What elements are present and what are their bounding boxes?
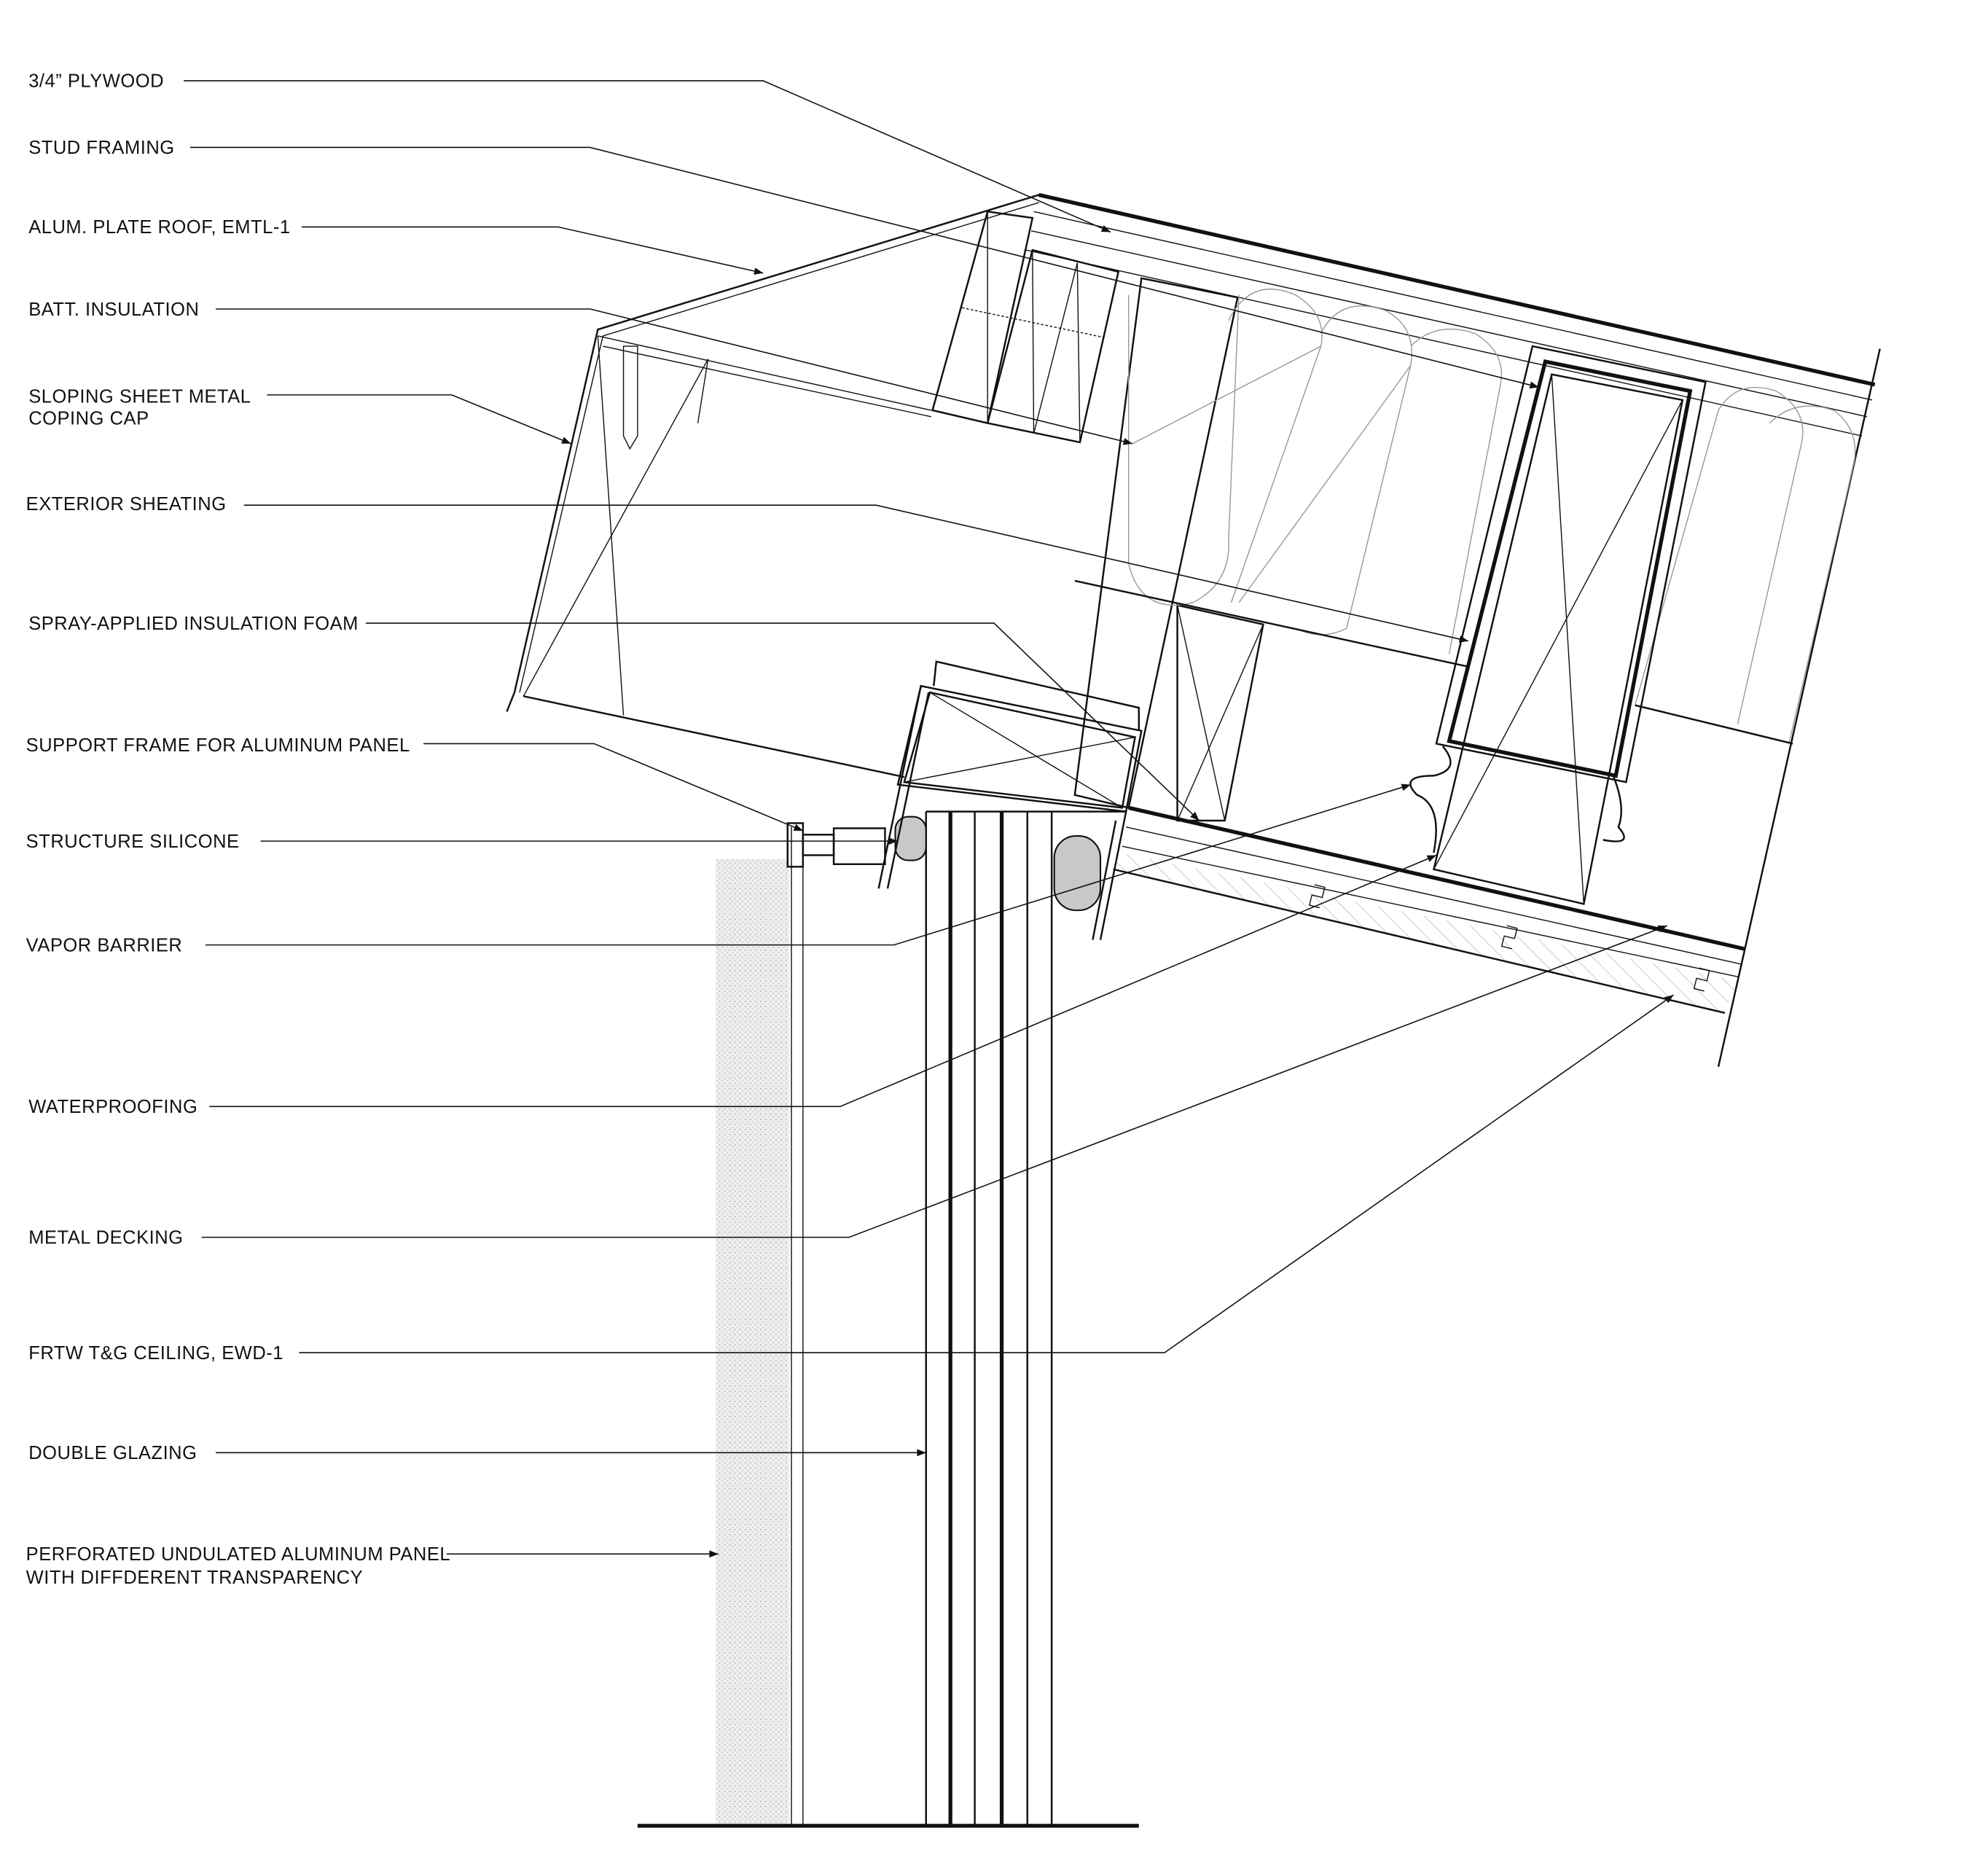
callout-metal-decking: METAL DECKING	[28, 925, 1667, 1248]
silicone-bead-2	[1053, 835, 1102, 912]
callout-alum-plate-roof: ALUM. PLATE ROOF, EMTL-1	[28, 217, 764, 275]
callout-double-glazing: DOUBLE GLAZING	[28, 1443, 926, 1463]
callout-plywood: 3/4” PLYWOOD	[28, 71, 1111, 233]
label-coping-cap-line2: COPING CAP	[28, 408, 149, 429]
label-double-glazing: DOUBLE GLAZING	[28, 1443, 197, 1463]
callout-coping-cap: SLOPING SHEET METAL COPING CAP	[28, 386, 571, 445]
callout-waterproofing: WATERPROOFING	[28, 854, 1437, 1117]
label-batt-insulation: BATT. INSULATION	[28, 300, 199, 320]
callout-support-frame: SUPPORT FRAME FOR ALUMINUM PANEL	[26, 735, 804, 832]
callout-stud-framing: STUD FRAMING	[28, 138, 1539, 389]
double-glazing	[925, 810, 1127, 1826]
callout-aluminum-panel: PERFORATED UNDULATED ALUMINUM PANEL WITH…	[26, 1544, 719, 1588]
support-frame	[786, 822, 886, 868]
label-metal-decking: METAL DECKING	[28, 1228, 183, 1248]
label-structure-silicone: STRUCTURE SILICONE	[26, 832, 240, 852]
label-stud-framing: STUD FRAMING	[28, 138, 174, 158]
label-spray-foam: SPRAY-APPLIED INSULATION FOAM	[28, 614, 359, 634]
callout-ceiling: FRTW T&G CEILING, EWD-1	[28, 994, 1674, 1364]
coping-cap	[506, 194, 1875, 778]
callout-spray-foam: SPRAY-APPLIED INSULATION FOAM	[28, 614, 1200, 821]
label-exterior-sheathing: EXTERIOR SHEATING	[26, 494, 227, 515]
label-waterproofing: WATERPROOFING	[28, 1097, 197, 1117]
label-coping-cap-line1: SLOPING SHEET METAL	[28, 386, 251, 407]
sheathing-box	[1409, 345, 1707, 905]
label-aluminum-panel-line1: PERFORATED UNDULATED ALUMINUM PANEL	[26, 1544, 450, 1565]
callout-batt-insulation: BATT. INSULATION	[28, 300, 1133, 445]
label-plywood: 3/4” PLYWOOD	[28, 71, 164, 92]
drawing	[506, 192, 1881, 1828]
perforated-aluminum-panel	[716, 858, 789, 1826]
head-frame	[877, 660, 1143, 940]
label-alum-plate-roof: ALUM. PLATE ROOF, EMTL-1	[28, 217, 290, 238]
label-aluminum-panel-line2: WITH DIFFDERENT TRANSPARENCY	[26, 1568, 363, 1588]
label-support-frame: SUPPORT FRAME FOR ALUMINUM PANEL	[26, 735, 410, 756]
batt-insulation	[1074, 289, 1856, 745]
callout-structure-silicone: STRUCTURE SILICONE	[26, 832, 899, 852]
label-ceiling: FRTW T&G CEILING, EWD-1	[28, 1343, 283, 1364]
structure-silicone-bead	[894, 815, 927, 861]
callout-exterior-sheathing: EXTERIOR SHEATING	[26, 494, 1469, 643]
label-vapor-barrier: VAPOR BARRIER	[26, 935, 183, 955]
callout-vapor-barrier: VAPOR BARRIER	[26, 783, 1412, 955]
ceiling	[1113, 805, 1745, 1014]
